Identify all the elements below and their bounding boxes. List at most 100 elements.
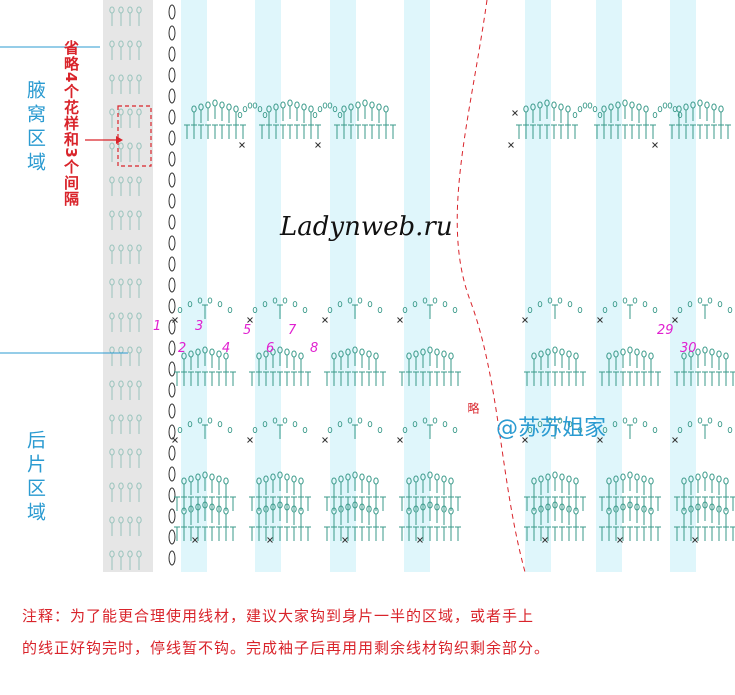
bobble-stitch [366, 475, 372, 496]
chain-stitch [652, 426, 658, 434]
treble-stitch [248, 496, 256, 512]
treble-stitch [379, 496, 387, 512]
treble-stitch [565, 371, 573, 387]
chain-stitch [168, 277, 176, 293]
chain-stitch [168, 193, 176, 209]
treble-stitch [440, 526, 448, 542]
treble-stitch [358, 371, 366, 387]
bobble-stitch [551, 101, 557, 122]
armpit-region-label: 腋窝区域 [24, 80, 46, 176]
treble-stitch [715, 526, 723, 542]
bobble-stitch [383, 105, 389, 126]
chain-stitch [227, 306, 233, 314]
omitted-area-box [117, 105, 152, 167]
bobble-stitch [709, 348, 715, 369]
treble-stitch [579, 496, 587, 512]
chain-stitch [357, 297, 363, 304]
treble-stitch [365, 371, 373, 387]
bobble-stitch [448, 477, 454, 498]
bobble-stitch [366, 350, 372, 371]
treble-stitch [293, 124, 301, 140]
bobble-stitch [284, 473, 290, 494]
chain-stitch [168, 4, 176, 20]
sc-stitch [315, 142, 321, 148]
treble-stitch [375, 124, 383, 140]
bobble-stitch [573, 352, 579, 373]
chain-stitch [217, 421, 223, 428]
treble-stitch [626, 424, 634, 440]
chain-stitch [317, 106, 323, 113]
chain-stitch [727, 306, 733, 314]
bobble-stitch [219, 101, 225, 122]
row-number: 29 [657, 323, 674, 338]
treble-stitch [647, 526, 655, 542]
chain-stitch [717, 421, 723, 428]
bobble-stitch [723, 352, 729, 373]
chain-stitch [292, 421, 298, 428]
treble-stitch [515, 124, 523, 140]
treble-stitch [633, 371, 641, 387]
chain-stitch [168, 46, 176, 62]
bobble-stitch [369, 101, 375, 122]
treble-stitch [579, 526, 587, 542]
bobble-stitch [573, 477, 579, 498]
treble-stitch [379, 526, 387, 542]
chain-stitch [432, 297, 438, 304]
sc-stitch [397, 437, 403, 443]
chain-stitch [168, 130, 176, 146]
sc-stitch [172, 437, 178, 443]
bobble-stitch [559, 473, 565, 494]
chain-stitch [168, 487, 176, 503]
chain-stitch [168, 403, 176, 419]
treble-stitch [621, 124, 629, 140]
treble-stitch [248, 371, 256, 387]
bobble-stitch [565, 105, 571, 126]
chain-stitch [282, 297, 288, 304]
row-number: 7 [288, 323, 297, 338]
treble-stitch [558, 371, 566, 387]
treble-stitch [701, 304, 709, 320]
chain-stitch [642, 301, 648, 308]
treble-stitch [572, 371, 580, 387]
treble-stitch [454, 526, 462, 542]
bobble-stitch [643, 105, 649, 126]
chain-stitch [168, 466, 176, 482]
treble-stitch [633, 526, 641, 542]
chain-stitch [557, 297, 563, 304]
treble-stitch [447, 526, 455, 542]
column-highlight [525, 0, 551, 572]
chain-stitch [367, 421, 373, 428]
chain-stitch [242, 106, 248, 113]
row-number: 1 [153, 319, 161, 334]
bobble-stitch [697, 99, 703, 120]
bobble-stitch [629, 101, 635, 122]
bobble-stitch [291, 475, 297, 496]
chain-stitch [168, 67, 176, 83]
treble-stitch [579, 371, 587, 387]
chain-stitch [567, 301, 573, 308]
bobble-stitch [716, 475, 722, 496]
chain-stitch [442, 421, 448, 428]
treble-stitch [722, 526, 730, 542]
treble-stitch [222, 371, 230, 387]
chain-stitch [168, 529, 176, 545]
treble-stitch [565, 526, 573, 542]
treble-stitch [361, 124, 369, 140]
chain-stitch [377, 426, 383, 434]
bobble-stitch [558, 103, 564, 124]
row-number: 6 [266, 341, 274, 356]
treble-stitch [283, 371, 291, 387]
bobble-stitch [362, 99, 368, 120]
treble-stitch [286, 124, 294, 140]
bobble-stitch [648, 477, 654, 498]
treble-stitch [557, 124, 565, 140]
treble-stitch [635, 124, 643, 140]
treble-stitch [571, 124, 579, 140]
treble-stitch [215, 526, 223, 542]
bobble-stitch [702, 471, 708, 492]
treble-stitch [551, 371, 559, 387]
treble-stitch [379, 371, 387, 387]
bobble-stitch [641, 350, 647, 371]
chain-stitch [302, 306, 308, 314]
bobble-stitch [298, 352, 304, 373]
